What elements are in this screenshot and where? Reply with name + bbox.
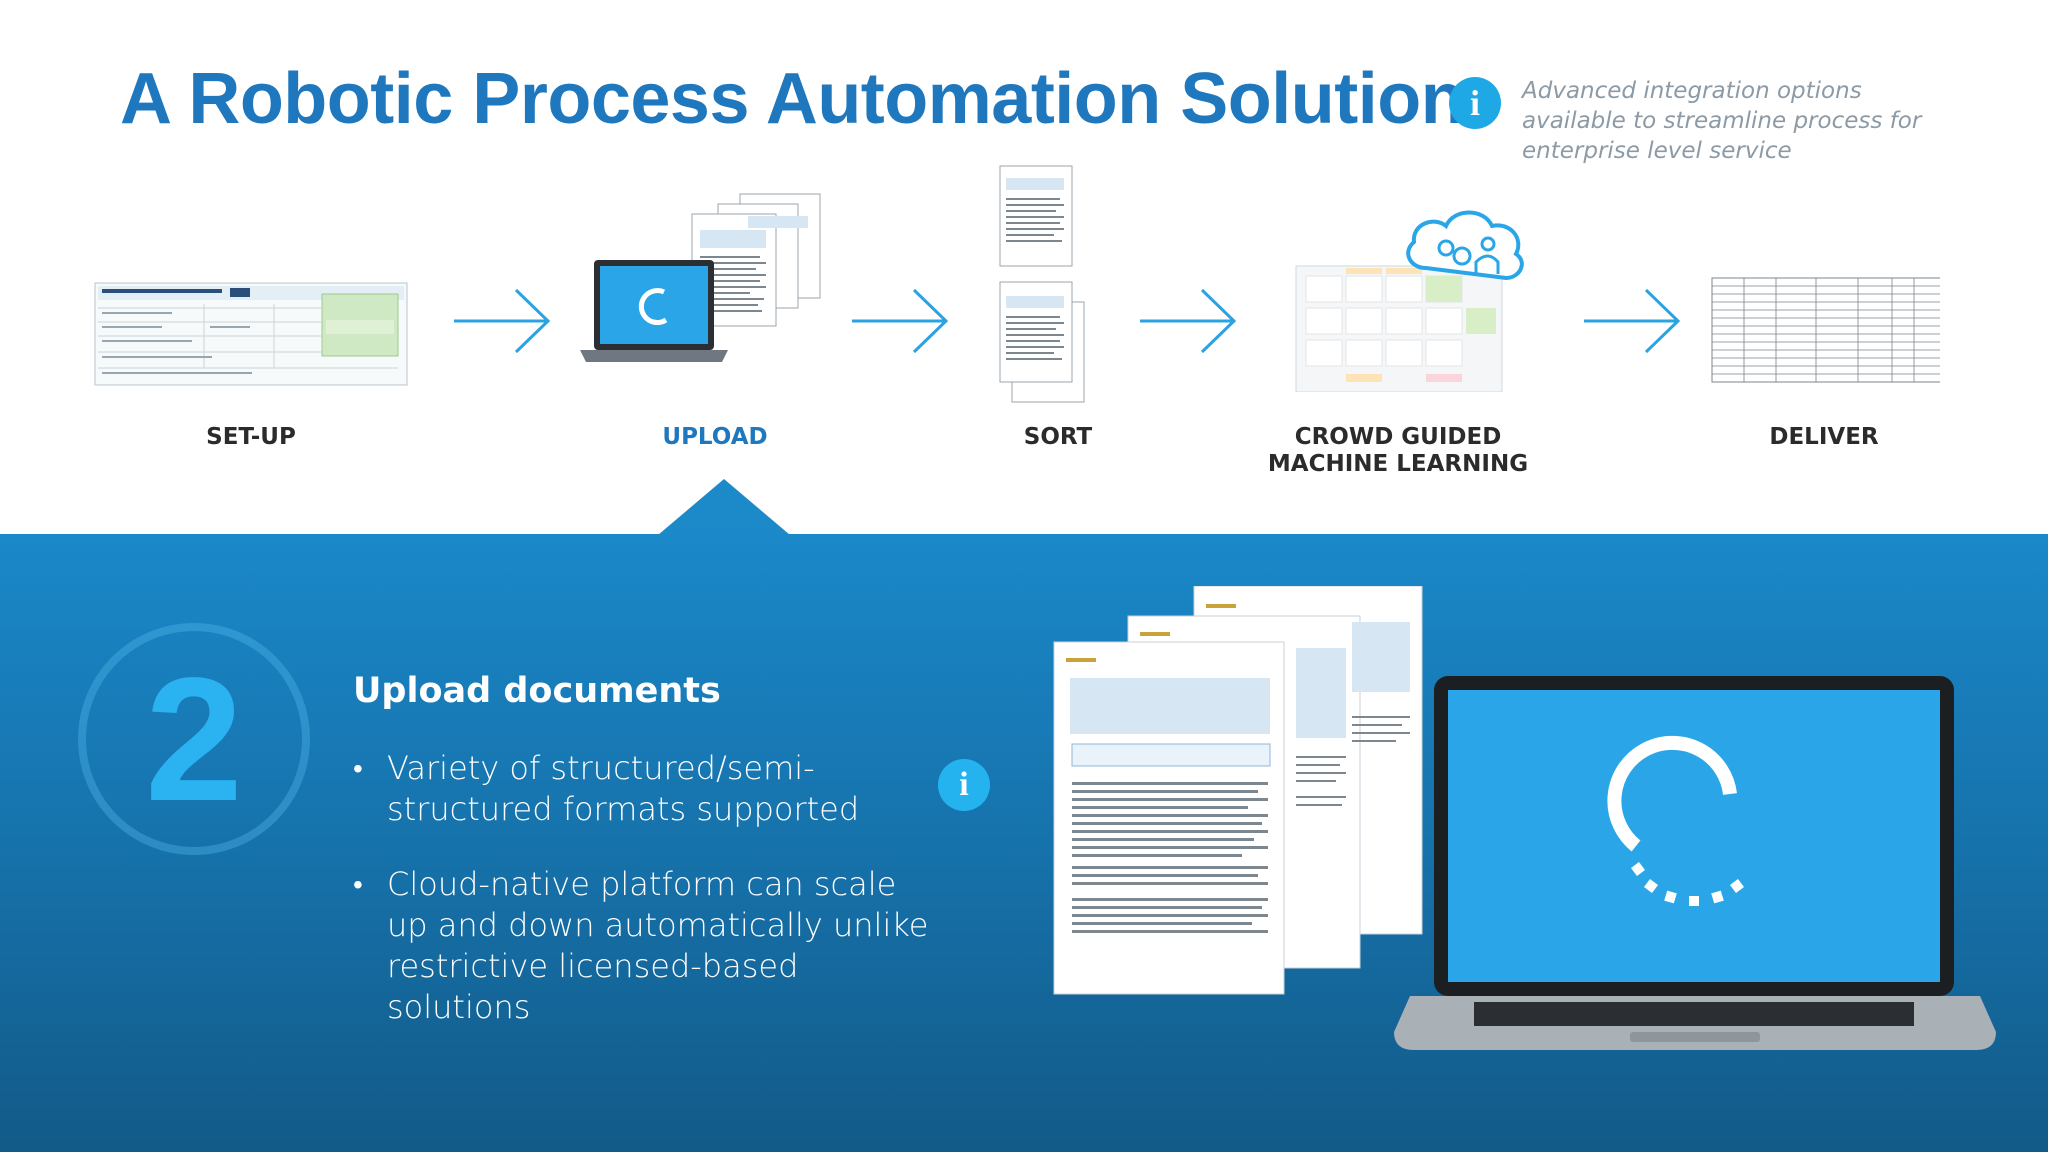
info-icon[interactable]: i [1449, 77, 1501, 129]
step-number-ring [78, 623, 310, 855]
laptop-illustration [1394, 676, 1996, 1050]
step-upload[interactable]: UPLOAD [572, 193, 858, 492]
upload-thumbnail [580, 193, 821, 362]
tax-form-thumbnail [94, 282, 408, 386]
info-icon[interactable]: i [938, 759, 990, 811]
feature-list: Variety of structured/semi-structured fo… [353, 748, 933, 1062]
step-deliver[interactable]: DELIVER [1708, 222, 1940, 492]
spreadsheet-thumbnail [1711, 277, 1940, 383]
crowd-ml-thumbnail [1295, 210, 1524, 392]
info-note: Advanced integration options available t… [1522, 78, 1922, 164]
feature-item: Cloud-native platform can scale up and d… [353, 864, 933, 1028]
arrow-right-icon [1584, 288, 1681, 354]
step-number: 2 [145, 642, 243, 838]
active-step-pointer [658, 479, 790, 535]
process-steps-section: A Robotic Process Automation Solution i … [0, 0, 2048, 535]
page-title: A Robotic Process Automation Solution [120, 59, 1465, 139]
step-sort[interactable]: SORT [960, 165, 1156, 492]
step-label-deliver: DELIVER [1769, 424, 1879, 450]
arrow-right-icon [852, 288, 949, 354]
step-label-setup: SET-UP [206, 424, 296, 450]
section-title: Upload documents [353, 671, 721, 711]
sort-thumbnail [999, 165, 1085, 403]
feature-item: Variety of structured/semi-structured fo… [353, 748, 933, 830]
step-label-sort: SORT [1023, 424, 1093, 450]
step-label-upload: UPLOAD [662, 424, 768, 450]
arrow-right-icon [454, 288, 551, 354]
arrow-right-icon [1140, 288, 1237, 354]
loading-spinner-icon [1607, 735, 1744, 906]
documents-illustration [1053, 586, 1423, 995]
step-setup[interactable]: SET-UP [94, 222, 408, 492]
